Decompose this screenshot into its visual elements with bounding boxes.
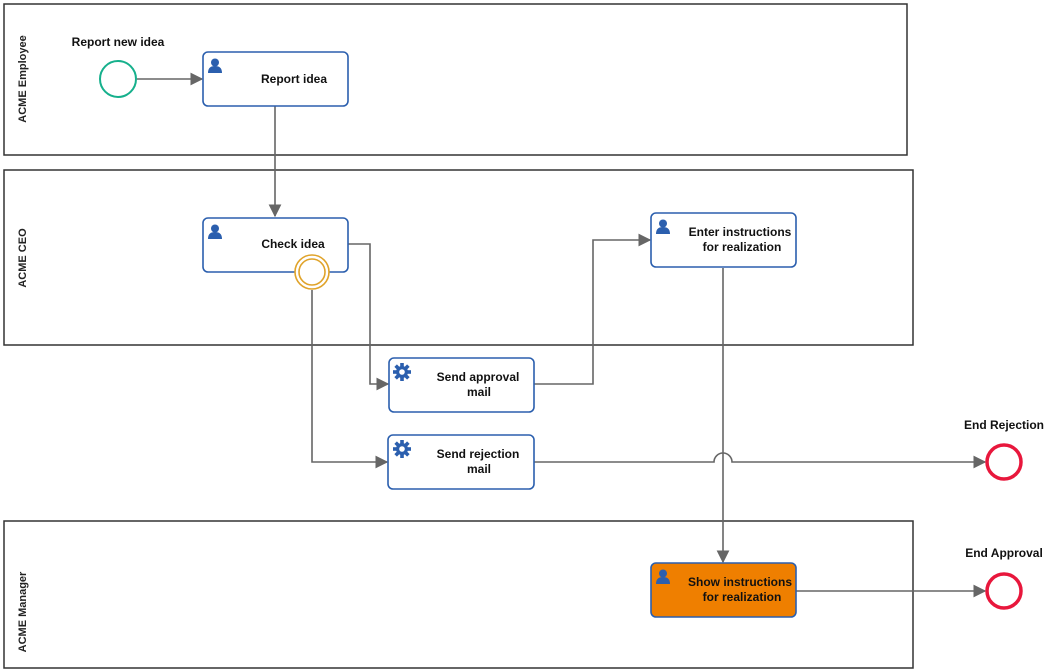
end-event-circle[interactable] bbox=[985, 443, 1023, 481]
user-icon bbox=[208, 224, 222, 239]
lane-label-manager: ACME Manager bbox=[17, 571, 29, 652]
start-event-label: Report new idea bbox=[72, 35, 165, 49]
gear-icon bbox=[393, 440, 411, 458]
lane-label-ceo: ACME CEO bbox=[17, 228, 29, 288]
task-label-line-1: Enter instructions bbox=[689, 225, 792, 239]
lane-label-employee: ACME Employee bbox=[17, 35, 29, 122]
task-label-line-2: for realization bbox=[703, 240, 782, 254]
flow-send-rejection-to-end-rejection[interactable] bbox=[534, 452, 987, 469]
start-event-report-new-idea[interactable]: Report new idea bbox=[72, 35, 165, 98]
end-event-circle[interactable] bbox=[985, 572, 1023, 610]
task-label-line-1: Show instructions bbox=[688, 575, 792, 589]
task-send-approval-mail[interactable]: Send approval mail bbox=[388, 357, 535, 413]
task-label: Check idea bbox=[261, 237, 325, 251]
task-enter-instructions[interactable]: Enter instructions for realization bbox=[650, 212, 797, 268]
gear-icon bbox=[393, 363, 411, 381]
user-icon bbox=[208, 58, 222, 73]
flow-boundary-to-send-rejection[interactable] bbox=[311, 290, 389, 469]
user-icon bbox=[656, 219, 670, 234]
task-label-line-1: Send rejection bbox=[437, 447, 520, 461]
task-label-line-1: Send approval bbox=[437, 370, 520, 384]
end-event-rejection[interactable]: End Rejection bbox=[964, 418, 1044, 481]
end-event-label: End Rejection bbox=[964, 418, 1044, 432]
flow-check-to-send-approval[interactable] bbox=[348, 243, 390, 391]
task-report-idea[interactable]: Report idea bbox=[202, 51, 349, 107]
start-event-circle[interactable] bbox=[99, 60, 137, 98]
task-label-line-2: for realization bbox=[703, 590, 782, 604]
boundary-event-check-idea[interactable] bbox=[294, 254, 330, 290]
task-label: Report idea bbox=[261, 72, 327, 86]
task-label-line-2: mail bbox=[467, 462, 491, 476]
user-icon bbox=[656, 569, 670, 584]
end-event-approval[interactable]: End Approval bbox=[965, 546, 1043, 610]
flow-send-approval-to-enter-instructions[interactable] bbox=[534, 233, 652, 385]
task-label-line-2: mail bbox=[467, 385, 491, 399]
task-send-rejection-mail[interactable]: Send rejection mail bbox=[387, 434, 535, 490]
end-event-label: End Approval bbox=[965, 546, 1043, 560]
task-show-instructions[interactable]: Show instructions for realization bbox=[650, 562, 797, 618]
sequence-flows bbox=[137, 72, 987, 598]
